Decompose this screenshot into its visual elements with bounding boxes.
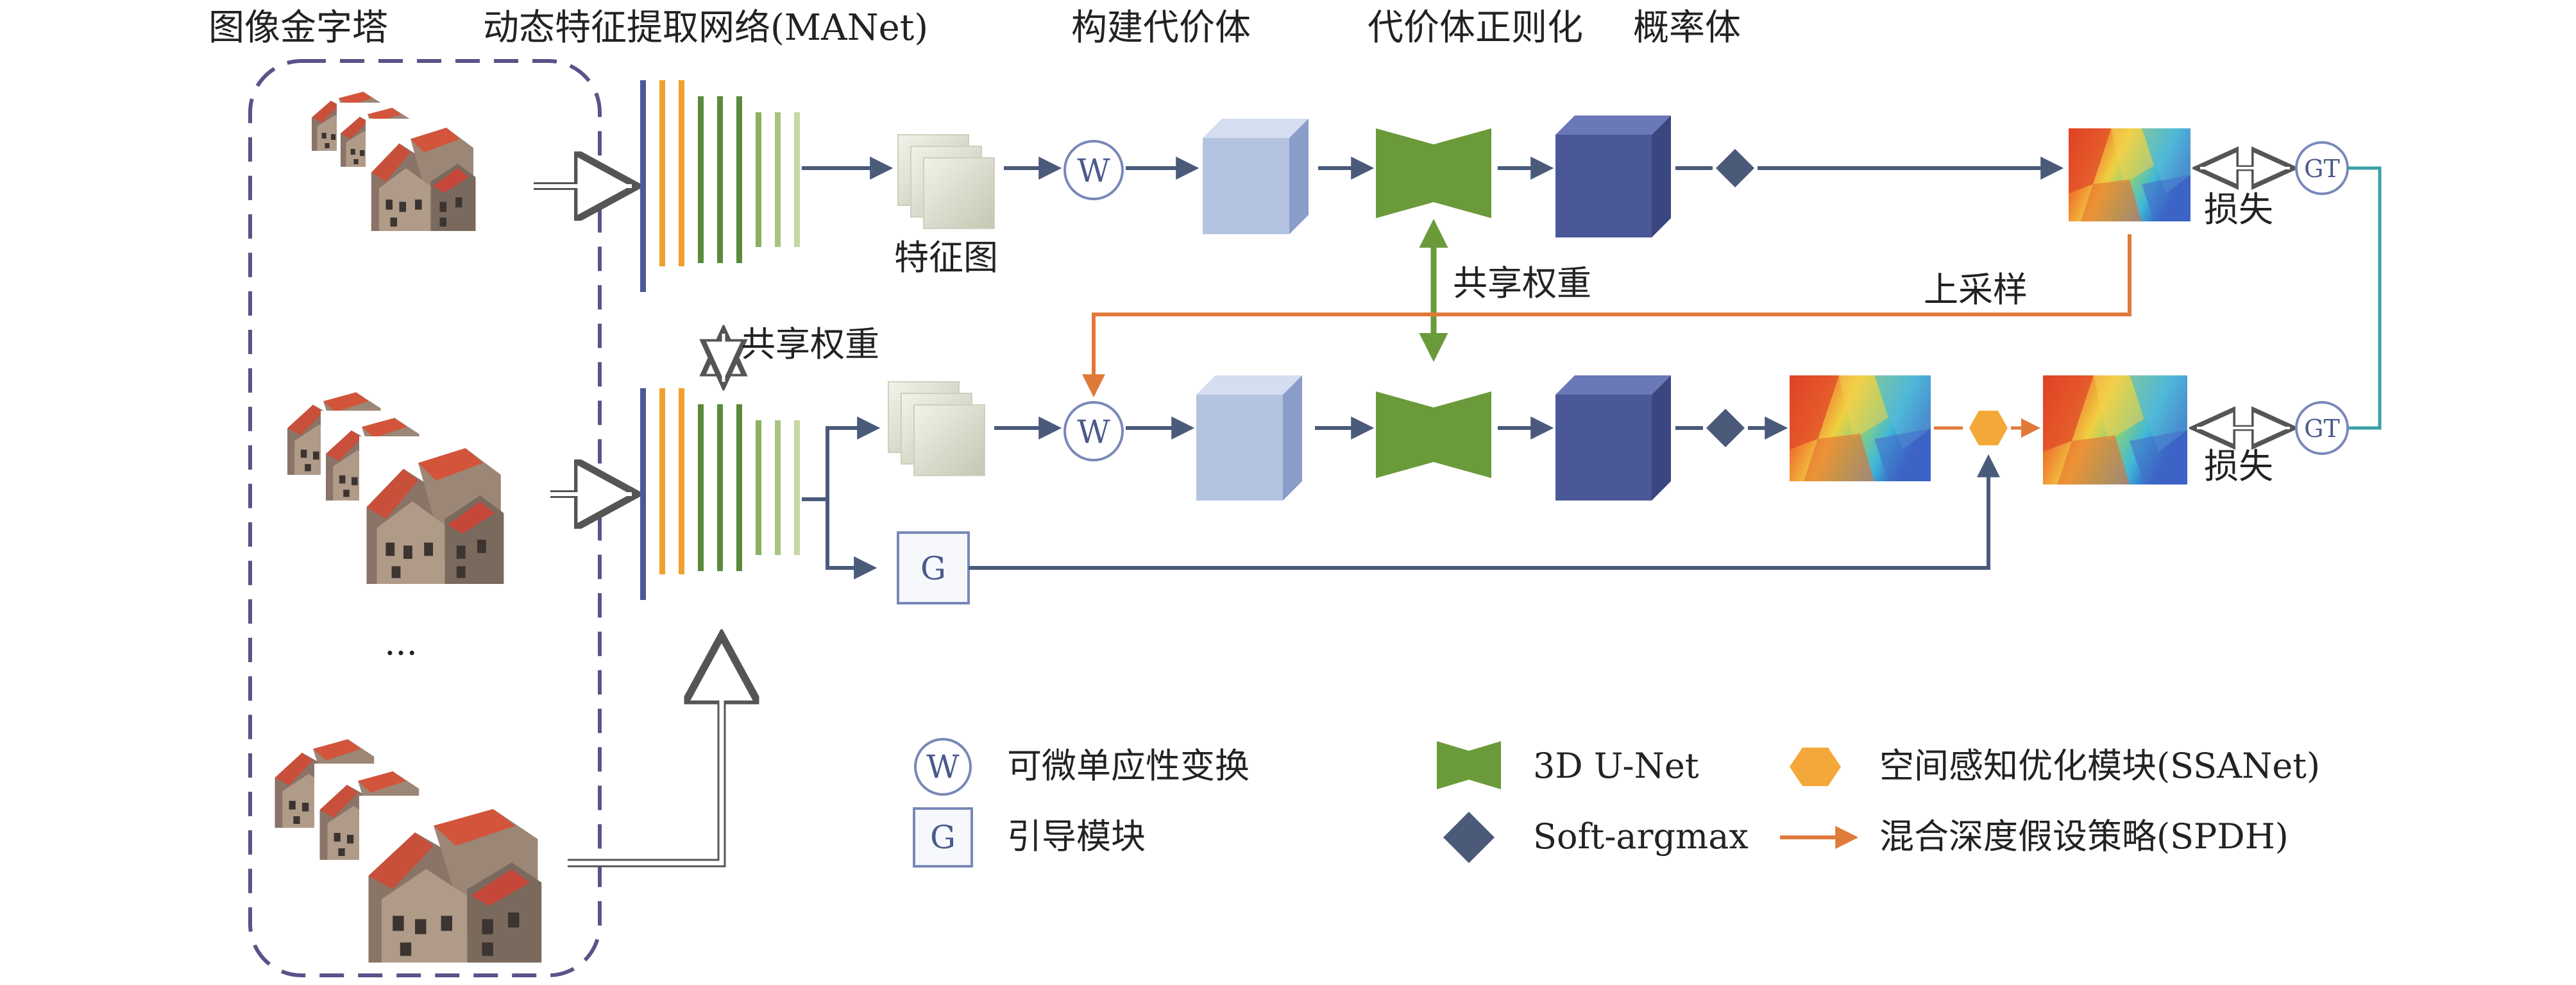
legend-warp-label: 可微单应性变换 xyxy=(1007,746,1250,786)
header-build-cost-volume: 构建代价体 xyxy=(1071,7,1251,49)
header-image-pyramid: 图像金字塔 xyxy=(208,7,388,49)
depth-map-top xyxy=(2069,128,2190,221)
header-probability-volume: 概率体 xyxy=(1633,7,1741,49)
cost-volume-cube-bottom xyxy=(1196,375,1302,501)
depth-map-refined xyxy=(2043,375,2187,484)
input-arrow-bottom xyxy=(568,642,722,868)
legend-guide-icon xyxy=(913,807,973,868)
cost-volume-cube-top xyxy=(1203,119,1309,234)
warp-node-bottom xyxy=(1063,401,1124,461)
warp-node-top xyxy=(1063,140,1124,200)
legend-ssanet-icon xyxy=(1790,748,1841,786)
depth-map-initial xyxy=(1790,375,1931,481)
shared-weights-label-left: 共享权重 xyxy=(741,324,879,364)
feature-map-label: 特征图 xyxy=(894,237,998,278)
softargmax-diamond-top xyxy=(1716,149,1754,187)
feature-map-stack-top xyxy=(897,134,995,229)
probability-volume-cube-bottom xyxy=(1555,375,1671,501)
gt-symbol-top: GT xyxy=(2304,155,2340,183)
upsample-label: 上采样 xyxy=(1924,270,2028,310)
softargmax-diamond-bottom xyxy=(1706,409,1745,447)
legend-warp-symbol: W xyxy=(926,748,960,785)
legend-spdh-label: 混合深度假设策略(SPDH) xyxy=(1879,816,2289,857)
warp-symbol-top: W xyxy=(1077,152,1110,189)
legend-guide-symbol: G xyxy=(930,819,956,856)
feature-network-bottom xyxy=(640,388,800,600)
pyramid-ellipsis: ... xyxy=(384,622,418,663)
legend-softargmax-icon xyxy=(1443,812,1495,863)
feature-network-top xyxy=(640,80,800,292)
arrow-to-feature-map-bottom xyxy=(802,416,881,501)
gt-symbol-bottom: GT xyxy=(2304,415,2340,443)
feature-map-stack-bottom xyxy=(888,381,985,476)
pyramid-image-small xyxy=(308,87,478,231)
guide-module-node xyxy=(897,531,970,604)
header-cost-volume-regularization: 代价体正则化 xyxy=(1368,7,1583,49)
ssanet-hexagon xyxy=(1969,411,2008,445)
arrow-to-guide-module xyxy=(826,499,877,579)
warp-symbol-bottom: W xyxy=(1077,413,1110,450)
probability-volume-cube-top xyxy=(1555,116,1671,237)
guide-to-ssanet-arrow xyxy=(969,454,2000,570)
loss-label-bottom: 损失 xyxy=(2204,446,2273,486)
unet-block-top xyxy=(1376,128,1491,218)
guide-symbol: G xyxy=(920,550,946,587)
pyramid-image-medium xyxy=(282,385,507,584)
legend-warp-icon xyxy=(914,738,972,796)
unet-block-bottom xyxy=(1376,391,1491,478)
legend-unet-icon xyxy=(1437,741,1501,789)
pyramid-image-large xyxy=(269,732,545,963)
gt-link-bracket xyxy=(2348,166,2382,430)
legend-guide-label: 引导模块 xyxy=(1007,816,1146,857)
legend-softargmax-label: Soft-argmax xyxy=(1533,816,1749,857)
shared-weights-label-center: 共享权重 xyxy=(1453,263,1591,304)
legend-ssanet-label: 空间感知优化模块(SSANet) xyxy=(1879,746,2320,786)
loss-label-top: 损失 xyxy=(2204,189,2273,230)
legend-unet-label: 3D U-Net xyxy=(1533,746,1699,786)
header-feature-extraction: 动态特征提取网络(MANet) xyxy=(483,7,928,49)
upsample-path xyxy=(1082,234,2131,398)
gt-node-bottom xyxy=(2295,401,2349,455)
